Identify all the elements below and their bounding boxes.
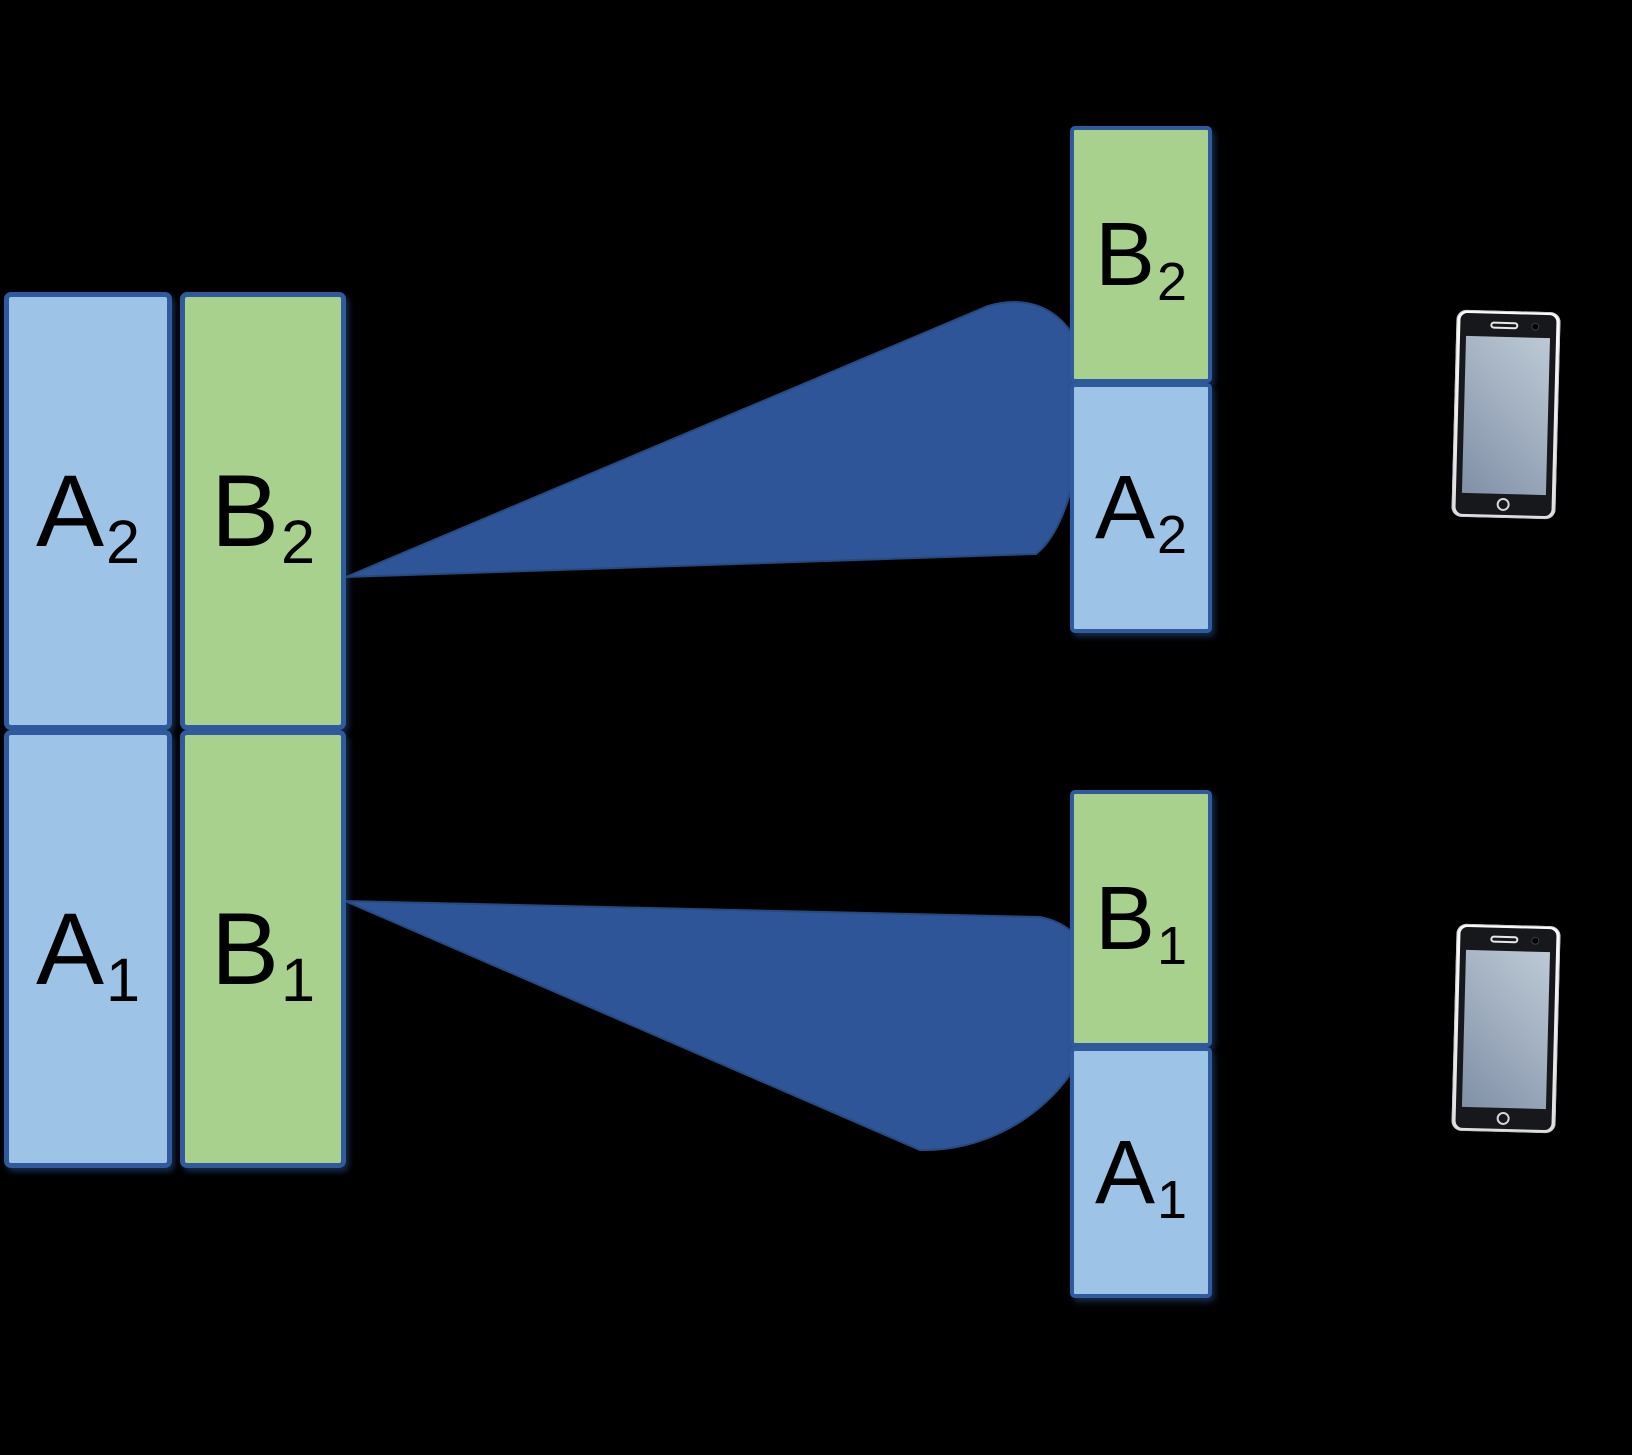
label-sub: 1 xyxy=(1156,915,1188,976)
block-b1-label: B1 xyxy=(211,898,315,1011)
beam-upper-cone xyxy=(345,300,1088,578)
label-base: A xyxy=(35,892,104,1006)
camera-icon xyxy=(1531,322,1540,331)
block-b1-left: B1 xyxy=(180,730,346,1168)
label-base: A xyxy=(1094,1122,1155,1223)
block-b2-right: B2 xyxy=(1070,126,1212,383)
label-sub: 2 xyxy=(1156,505,1188,566)
left-column-b: B2 B1 xyxy=(180,292,346,1168)
label-sub: 2 xyxy=(106,508,141,577)
block-b2-right-label: B2 xyxy=(1095,210,1187,309)
label-base: B xyxy=(210,454,279,568)
label-sub: 2 xyxy=(281,508,316,577)
label-sub: 1 xyxy=(281,946,316,1015)
beam-lower-cone xyxy=(344,900,1098,1152)
smartphone-user2-icon xyxy=(1451,309,1561,520)
label-sub: 1 xyxy=(1156,1169,1188,1230)
block-b2-label: B2 xyxy=(211,460,315,573)
phone-screen xyxy=(1461,335,1551,496)
camera-icon xyxy=(1531,936,1540,945)
block-a2-right-label: A2 xyxy=(1095,463,1187,562)
block-a1-right: A1 xyxy=(1070,1047,1212,1298)
home-button-icon xyxy=(1496,497,1510,512)
label-base: B xyxy=(1094,868,1155,969)
block-a2-left: A2 xyxy=(4,292,172,730)
label-base: A xyxy=(1094,458,1155,558)
block-a2-right: A2 xyxy=(1070,383,1212,633)
speaker-icon xyxy=(1490,935,1519,944)
home-button-icon xyxy=(1496,1111,1510,1126)
phone-bezel xyxy=(1455,312,1557,517)
user1-received-stack: B1 A1 xyxy=(1070,790,1212,1298)
label-base: A xyxy=(35,454,104,568)
smartphone-user1-icon xyxy=(1451,923,1561,1134)
block-b1-right-label: B1 xyxy=(1095,874,1187,973)
label-sub: 2 xyxy=(1156,251,1188,312)
phone-bezel xyxy=(1455,926,1557,1131)
label-base: B xyxy=(210,892,279,1006)
speaker-icon xyxy=(1490,321,1519,330)
block-a1-right-label: A1 xyxy=(1095,1128,1187,1227)
block-b2-left: B2 xyxy=(180,292,346,730)
block-a1-label: A1 xyxy=(36,898,140,1011)
block-b1-right: B1 xyxy=(1070,790,1212,1047)
phone-screen xyxy=(1461,949,1551,1110)
block-a1-left: A1 xyxy=(4,730,172,1168)
user2-received-stack: B2 A2 xyxy=(1070,126,1212,633)
label-base: B xyxy=(1094,204,1155,305)
label-sub: 1 xyxy=(106,946,141,1015)
block-a2-label: A2 xyxy=(36,460,140,573)
left-column-a: A2 A1 xyxy=(4,292,172,1168)
